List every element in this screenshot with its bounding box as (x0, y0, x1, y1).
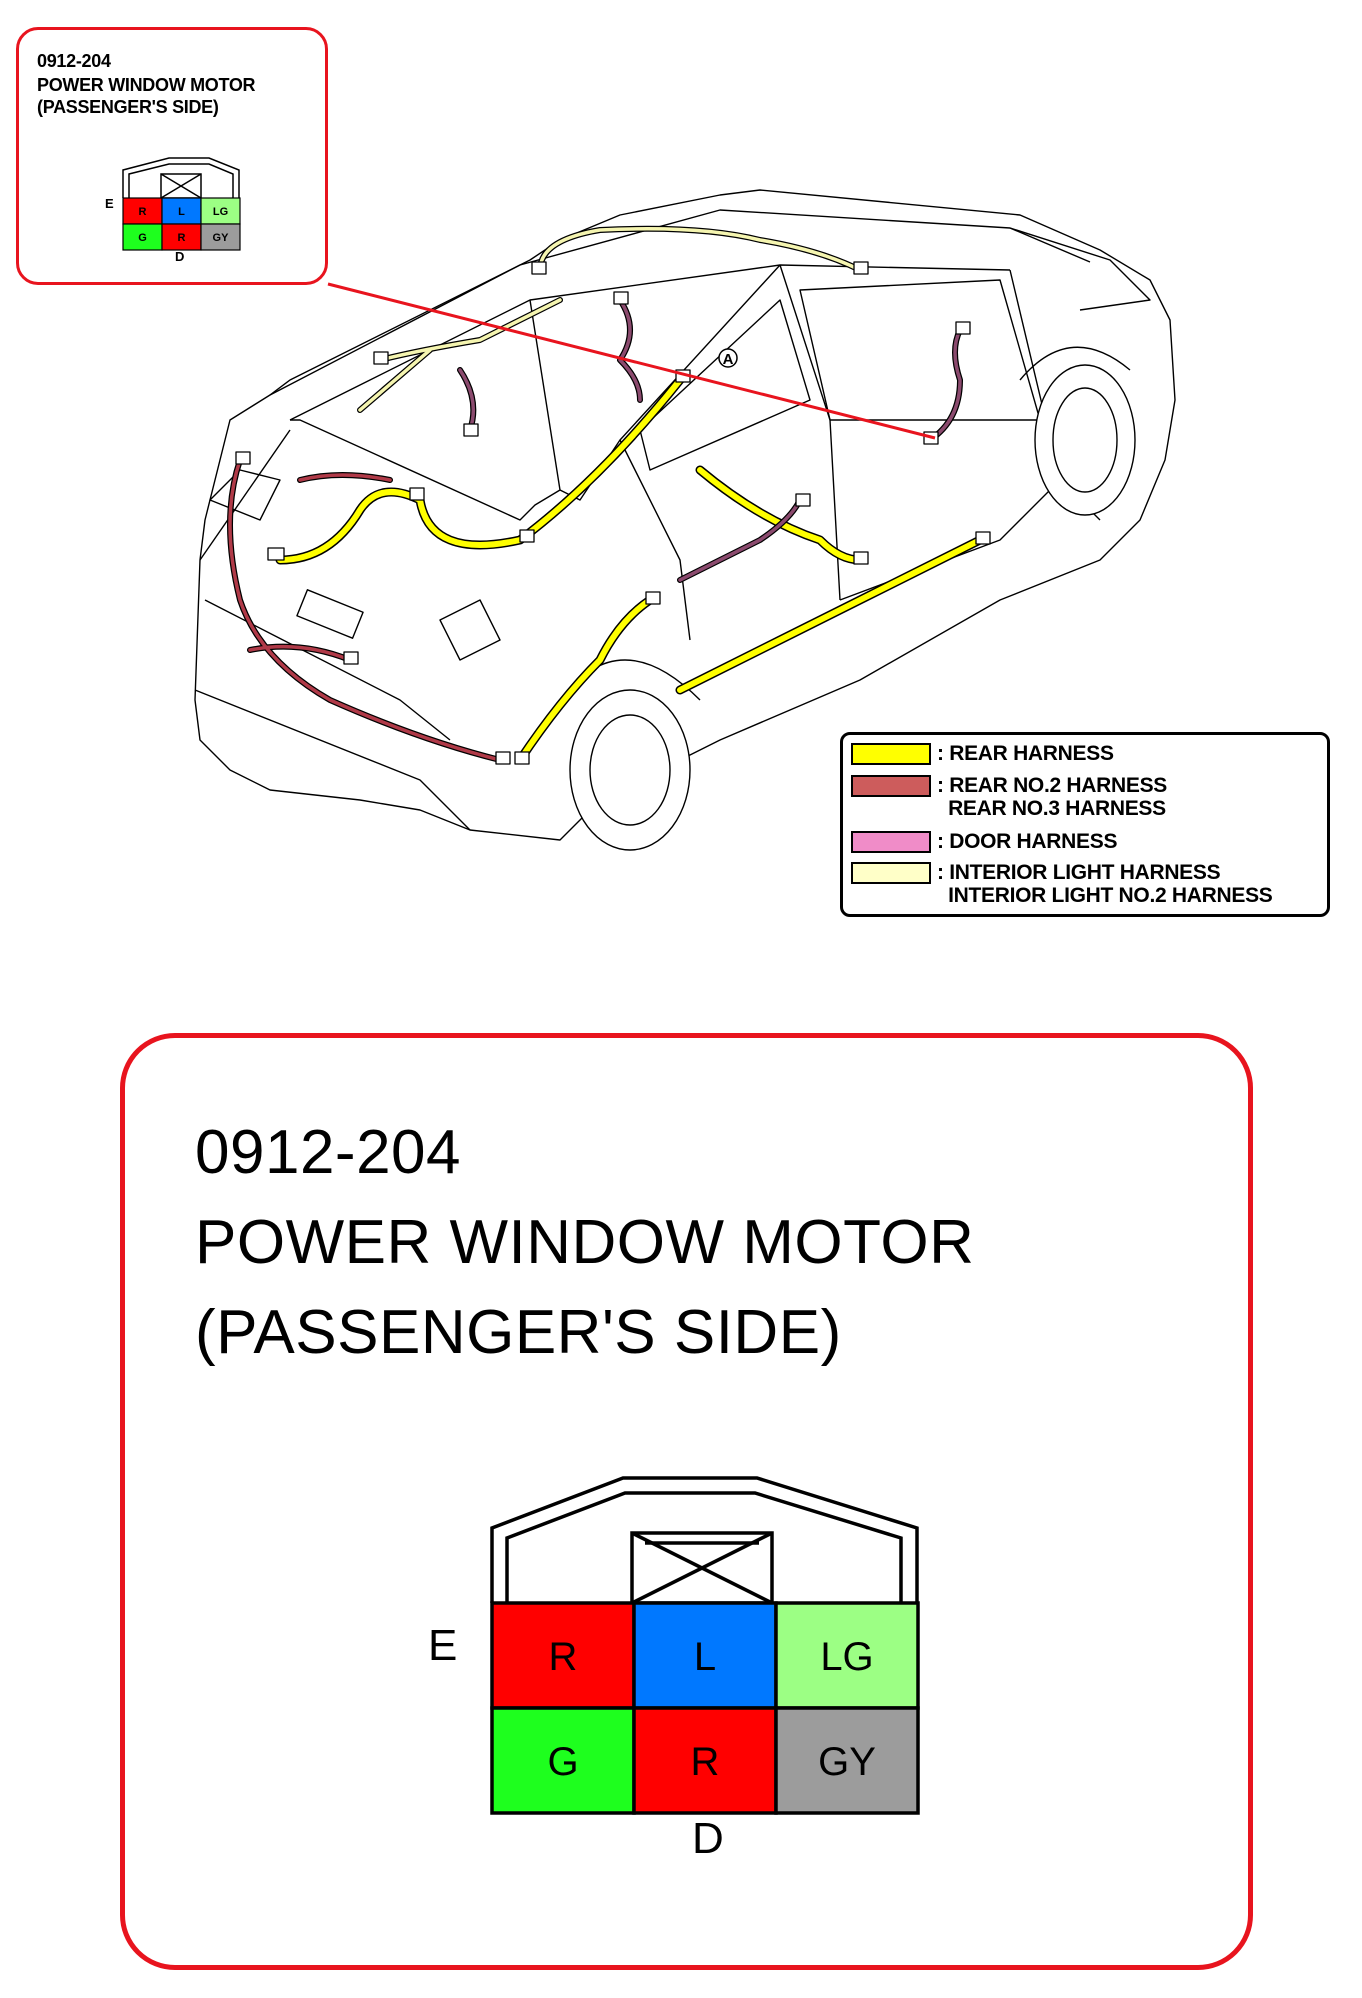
small-pin-cell (200, 223, 241, 251)
harness-connectors (235, 261, 991, 765)
large-pin-color-label: LG (820, 1635, 873, 1679)
large-pin-color-label: L (694, 1635, 716, 1679)
large-pin-color-label: G (547, 1740, 578, 1784)
legend-item-interior-light-harness: : INTERIOR LIGHT HARNESS INTERIOR LIGHT … (851, 861, 1273, 907)
connector-name-large: POWER WINDOW MOTOR (195, 1208, 975, 1277)
large-pin-color-label: R (691, 1740, 720, 1784)
large-pin-cell (490, 1706, 636, 1815)
connector-name-side: (PASSENGER'S SIDE) (37, 97, 219, 117)
legend-label: : INTERIOR LIGHT HARNESS INTERIOR LIGHT … (937, 861, 1273, 907)
location-marker-a (718, 348, 738, 368)
large-pin-color-label: GY (818, 1740, 876, 1784)
large-pin-color-label: R (549, 1635, 578, 1679)
small-pin-color-label: R (139, 206, 147, 218)
connector-face-small: R L LG G R GY E D (105, 157, 241, 264)
legend-item-door-harness: : DOOR HARNESS (851, 830, 1117, 853)
connector-name-side-large: (PASSENGER'S SIDE) (195, 1298, 842, 1367)
legend-item-rear-harness: : REAR HARNESS (851, 742, 1114, 765)
large-pin-cell (632, 1601, 778, 1710)
legend-label: : DOOR HARNESS (937, 830, 1118, 853)
roof-line (269, 209, 1091, 396)
large-pin-cell (774, 1706, 920, 1815)
small-pin-color-label: GY (213, 232, 230, 244)
small-pin-color-label: G (138, 232, 147, 244)
legend-swatch (851, 862, 931, 884)
row-label-d-small: D (175, 249, 184, 264)
row-label-e-small: E (105, 196, 114, 211)
legend-item-rear-no2-harness: : REAR NO.2 HARNESS REAR NO.3 HARNESS (851, 774, 1167, 820)
row-label-e: E (428, 1621, 457, 1670)
large-pin-cell (632, 1706, 778, 1815)
interior-light-harness-wires (357, 225, 863, 413)
small-pin-color-label: L (178, 206, 185, 218)
connector-name: POWER WINDOW MOTOR (37, 75, 256, 95)
small-pin-color-label: LG (213, 206, 228, 218)
connector-callout-large: 0912-204 POWER WINDOW MOTOR (PASSENGER'S… (120, 1033, 1253, 1970)
harness-legend: : REAR HARNESS : REAR NO.2 HARNESS REAR … (840, 732, 1330, 917)
rear-wheel (569, 689, 691, 851)
rear-bumper (194, 689, 471, 831)
legend-swatch (851, 743, 931, 765)
connector-code-large: 0912-204 (195, 1118, 462, 1187)
connector-code: 0912-204 (37, 51, 111, 71)
legend-swatch (851, 775, 931, 797)
callout-leader-line (327, 282, 936, 440)
row-label-d: D (692, 1814, 724, 1863)
rear-window (290, 299, 561, 521)
legend-label: : REAR NO.2 HARNESS REAR NO.3 HARNESS (937, 774, 1167, 820)
large-pin-cell (774, 1601, 920, 1710)
small-pin-color-label: R (178, 232, 186, 244)
location-marker-label: A (723, 351, 734, 368)
front-wheel (1034, 364, 1136, 516)
vehicle-wiring-diagram: A (194, 189, 1176, 851)
legend-label: : REAR HARNESS (937, 742, 1114, 765)
connector-face-large: R L LG G R GY E D (428, 1476, 920, 1863)
legend-swatch (851, 831, 931, 853)
car-body-outline (194, 189, 1176, 841)
connector-callout-small: 0912-204 POWER WINDOW MOTOR (PASSENGER'S… (16, 27, 328, 285)
